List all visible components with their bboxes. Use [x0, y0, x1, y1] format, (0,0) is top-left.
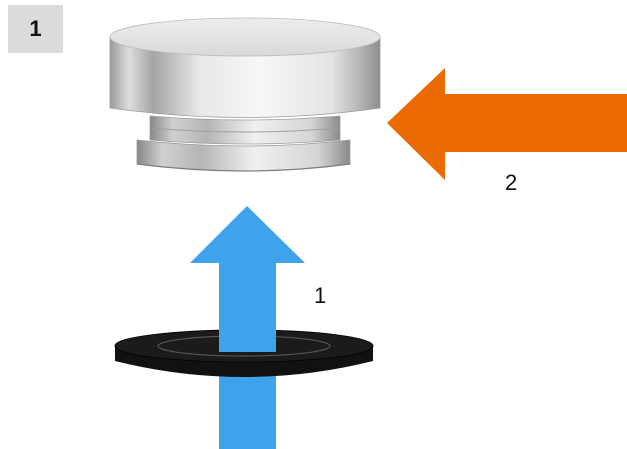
step-number-badge: 1	[8, 5, 63, 53]
step-number: 1	[29, 16, 42, 41]
cap-neck	[149, 115, 341, 145]
cap-top-face	[109, 17, 381, 57]
cap-neck-groove	[149, 127, 341, 133]
cap-base-shadow	[136, 163, 351, 172]
up-arrow-icon	[190, 206, 305, 352]
left-arrow-icon	[387, 68, 627, 180]
seal-callout-label: 1	[314, 283, 326, 308]
metal-cap	[109, 17, 381, 172]
cap-body-side	[109, 36, 381, 118]
cap-callout-label: 2	[505, 170, 517, 195]
cap-base-ring	[136, 139, 351, 172]
